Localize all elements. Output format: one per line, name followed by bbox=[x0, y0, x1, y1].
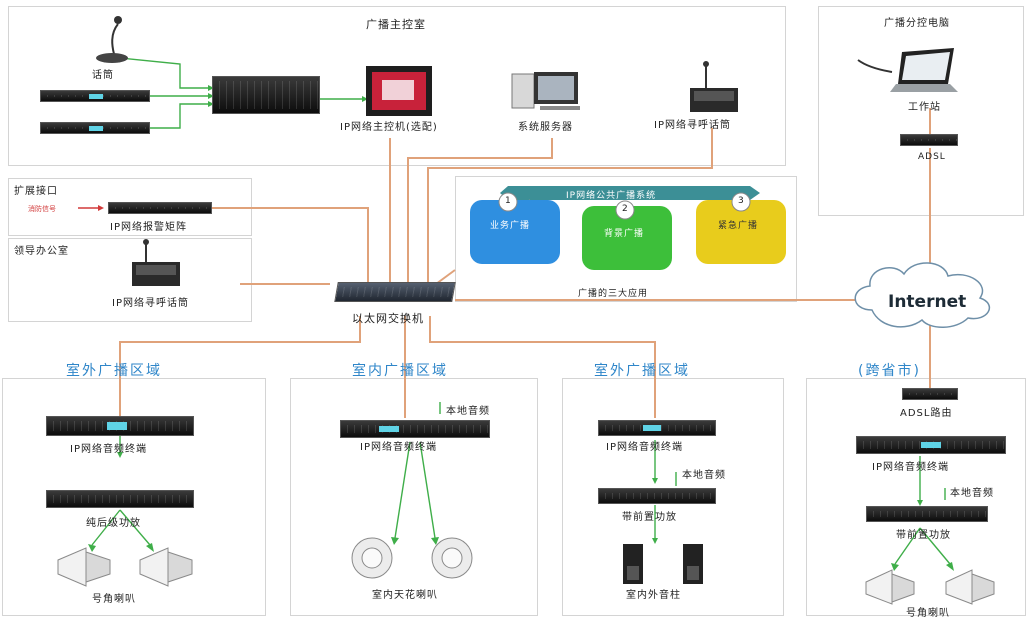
audio-device-2 bbox=[40, 122, 150, 134]
indoor-local-audio-label: 本地音频 bbox=[446, 406, 490, 417]
outdoor2-amp-device bbox=[598, 488, 716, 504]
office-title: 领导办公室 bbox=[14, 246, 69, 257]
outdoor1-amp-label: 纯后级功放 bbox=[86, 518, 141, 529]
indoor-terminal-label: IP网络音频终端 bbox=[360, 442, 437, 453]
cross-amp-label: 带前置功放 bbox=[896, 530, 951, 541]
cross-local-audio-label: 本地音频 bbox=[950, 488, 994, 499]
app-label-2: 背景广播 bbox=[604, 229, 645, 239]
outdoor1-amp-device bbox=[46, 490, 194, 508]
adsl-router-device bbox=[902, 388, 958, 400]
fire-signal-label: 消防信号 bbox=[28, 205, 56, 213]
office-paging-label: IP网络寻呼话筒 bbox=[112, 298, 189, 309]
internet-label: Internet bbox=[888, 292, 967, 312]
zone-cross-title: (跨省市) bbox=[858, 363, 921, 379]
expansion-title: 扩展接口 bbox=[14, 186, 58, 197]
app-num-3: 3 bbox=[738, 196, 745, 206]
mic-label: 话筒 bbox=[92, 70, 114, 81]
app-label-3: 紧急广播 bbox=[718, 221, 759, 231]
server-label: 系统服务器 bbox=[518, 122, 573, 133]
workstation-label: 工作站 bbox=[908, 102, 941, 113]
outdoor1-speaker-label: 号角喇叭 bbox=[92, 594, 136, 605]
indoor-terminal-device bbox=[340, 420, 490, 438]
host-label: IP网络主控机(选配) bbox=[340, 122, 438, 133]
cross-amp-device bbox=[866, 506, 988, 522]
adsl-label: ADSL bbox=[918, 152, 946, 162]
cross-terminal-label: IP网络音频终端 bbox=[872, 462, 949, 473]
audio-device-1 bbox=[40, 90, 150, 102]
outdoor2-terminal-label: IP网络音频终端 bbox=[606, 442, 683, 453]
zone-outdoor-2-title: 室外广播区域 bbox=[594, 363, 690, 379]
zone-outdoor-1-title: 室外广播区域 bbox=[66, 363, 162, 379]
remote-title: 广播分控电脑 bbox=[884, 18, 950, 29]
outdoor2-amp-label: 带前置功放 bbox=[622, 512, 677, 523]
switch-label: 以太网交换机 bbox=[352, 312, 424, 325]
adsl-modem bbox=[900, 134, 958, 146]
zone-indoor-title: 室内广播区域 bbox=[352, 363, 448, 379]
outdoor2-terminal-device bbox=[598, 420, 716, 436]
remote-control-panel bbox=[818, 6, 1024, 216]
apps-banner: IP网络公共广播系统 bbox=[566, 191, 657, 201]
paging-mic-label: IP网络寻呼话筒 bbox=[654, 120, 731, 131]
alarm-matrix-label: IP网络报警矩阵 bbox=[110, 222, 187, 233]
ethernet-switch bbox=[334, 282, 456, 302]
outdoor2-local-audio-label: 本地音频 bbox=[682, 470, 726, 481]
main-room-title: 广播主控室 bbox=[366, 18, 426, 31]
outdoor1-terminal-device bbox=[46, 416, 194, 436]
outdoor2-speaker-label: 室内外音柱 bbox=[626, 590, 681, 601]
zone-indoor-panel bbox=[290, 378, 538, 616]
cross-speaker-label: 号角喇叭 bbox=[906, 608, 950, 619]
outdoor1-terminal-label: IP网络音频终端 bbox=[70, 444, 147, 455]
cross-terminal-device bbox=[856, 436, 1006, 454]
adsl-router-label: ADSL路由 bbox=[900, 408, 953, 419]
app-label-1: 业务广播 bbox=[490, 221, 531, 231]
app-num-1: 1 bbox=[505, 196, 512, 206]
indoor-speaker-label: 室内天花喇叭 bbox=[372, 590, 438, 601]
alarm-matrix-device bbox=[108, 202, 212, 214]
mixer-device bbox=[212, 76, 320, 114]
apps-caption: 广播的三大应用 bbox=[578, 289, 649, 299]
app-num-2: 2 bbox=[622, 204, 629, 214]
